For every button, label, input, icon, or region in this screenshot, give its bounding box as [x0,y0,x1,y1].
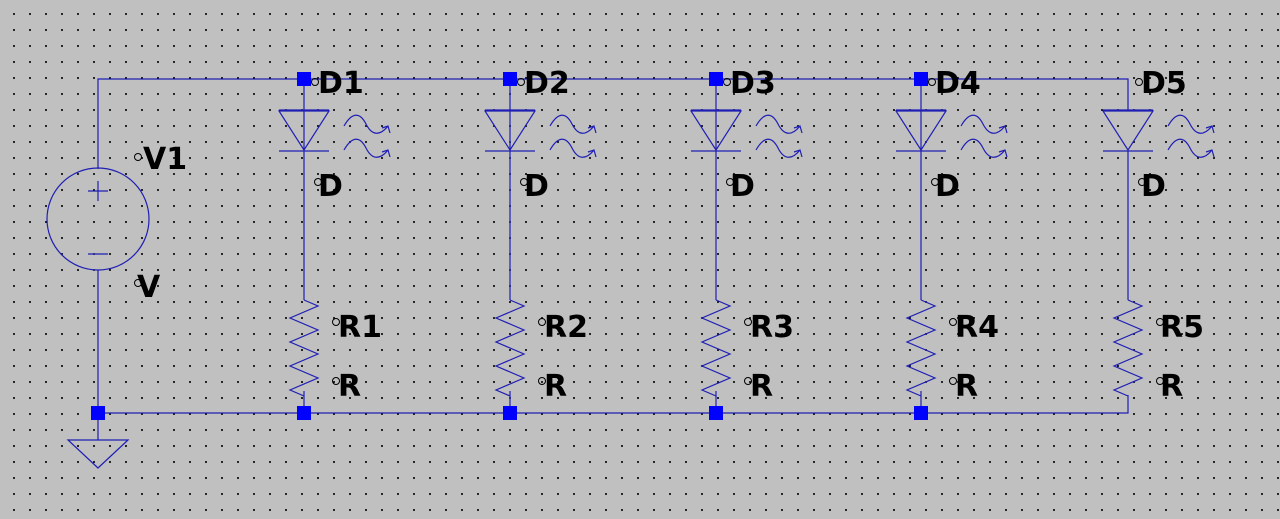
led-branch-1: D1 D R1 R [277,66,391,420]
source-value-label[interactable]: V [137,270,161,305]
resistor-icon[interactable] [494,299,526,397]
diode-icon[interactable] [689,109,743,152]
led-branch-2: D2 D R2 R [483,66,597,420]
diode-icon[interactable] [483,109,537,152]
diode-model-label[interactable]: D [935,169,960,204]
voltage-source-icon[interactable] [46,167,150,271]
light-emission-icon [1167,114,1215,158]
top-wire[interactable] [97,78,1129,169]
light-emission-icon [755,114,803,158]
diode-model-label[interactable]: D [318,169,343,204]
junction-dot [297,72,311,86]
resistor-icon[interactable] [905,299,937,397]
diode-icon[interactable] [894,109,948,152]
resistor-value-label[interactable]: R [338,369,361,404]
junction-dot [91,406,105,420]
resistor-value-label[interactable]: R [750,369,773,404]
diode-icon[interactable] [1101,109,1155,152]
bottom-wire[interactable] [97,270,1129,440]
resistor-name-label[interactable]: R2 [544,310,588,345]
resistor-name-label[interactable]: R5 [1160,310,1204,345]
resistor-name-label[interactable]: R4 [955,310,999,345]
diode-icon[interactable] [277,109,331,152]
led-branch-5: D5 D R5 R [1101,66,1215,404]
diode-name-label[interactable]: D4 [935,66,981,101]
junction-dot [914,72,928,86]
resistor-value-label[interactable]: R [544,369,567,404]
resistor-name-label[interactable]: R3 [750,310,794,345]
diode-model-label[interactable]: D [524,169,549,204]
resistor-icon[interactable] [288,299,320,397]
junction-dot [503,406,517,420]
light-emission-icon [343,114,391,158]
diode-name-label[interactable]: D1 [318,66,364,101]
diode-model-label[interactable]: D [1141,169,1166,204]
v1-value-anchor [134,279,142,287]
resistor-icon[interactable] [700,299,732,397]
resistor-name-label[interactable]: R1 [338,310,382,345]
junction-dot [297,406,311,420]
resistor-value-label[interactable]: R [1160,369,1183,404]
v1-name-anchor [134,153,142,161]
ground-icon[interactable] [66,439,130,469]
junction-dot [709,72,723,86]
led-branch-4: D4 D R4 R [894,66,1008,420]
light-emission-icon [960,114,1008,158]
resistor-value-label[interactable]: R [955,369,978,404]
led-branch-3: D3 D R3 R [689,66,803,420]
diode-name-label[interactable]: D5 [1141,66,1187,101]
junction-dot [503,72,517,86]
junction-dot [914,406,928,420]
resistor-icon[interactable] [1112,299,1144,397]
diode-model-label[interactable]: D [730,169,755,204]
light-emission-icon [549,114,597,158]
diode-name-label[interactable]: D2 [524,66,570,101]
source-name-label[interactable]: V1 [143,142,187,177]
diode-name-label[interactable]: D3 [730,66,776,101]
junction-dot [709,406,723,420]
